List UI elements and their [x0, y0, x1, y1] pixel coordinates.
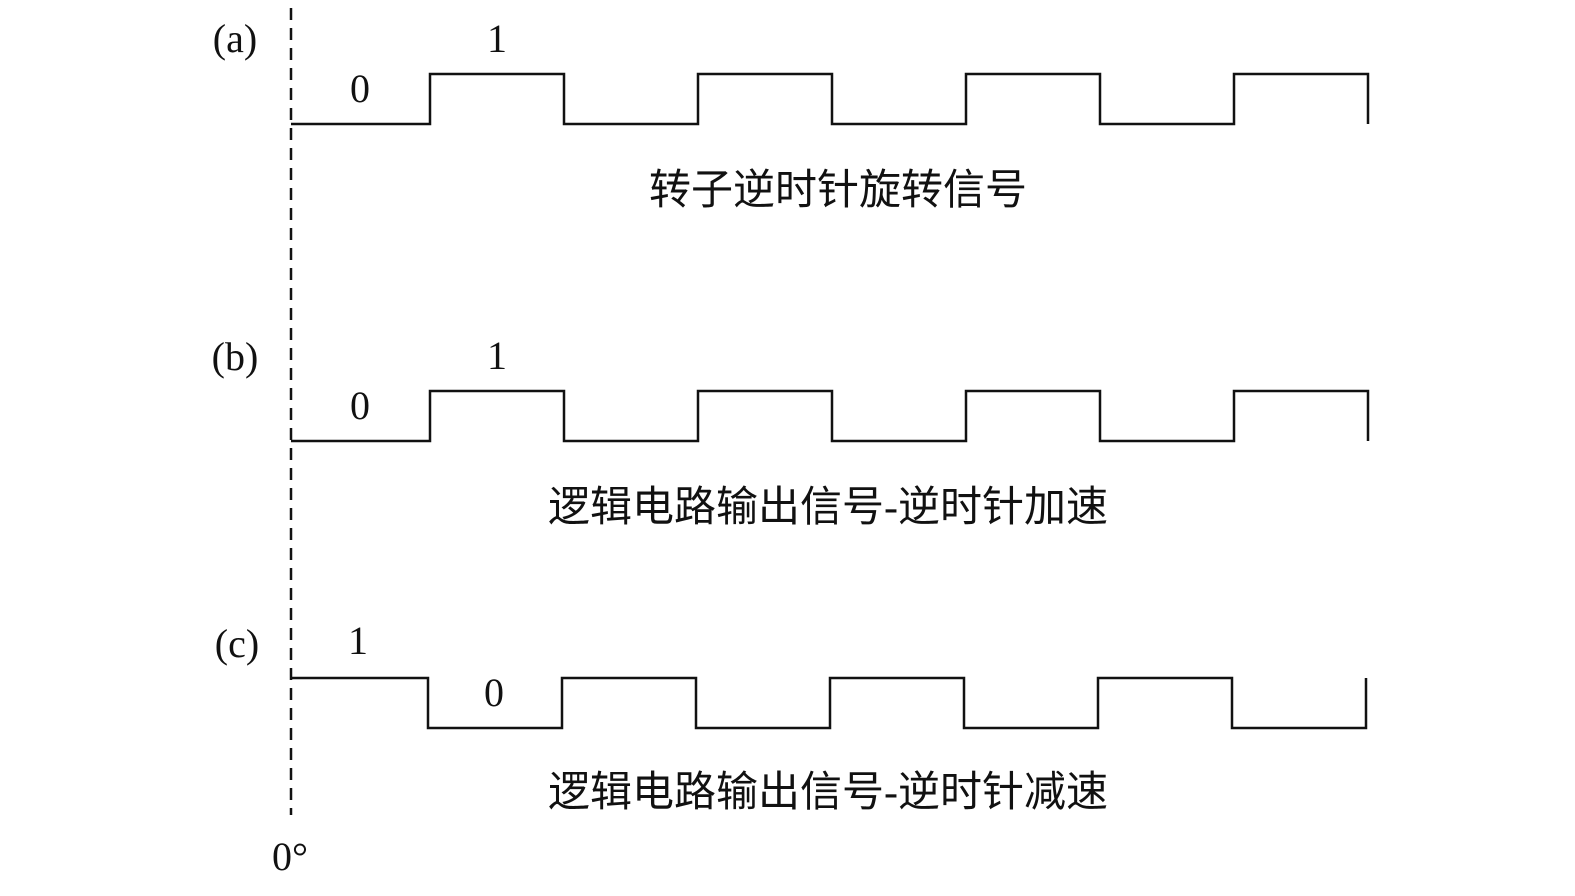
panel-c: (c) 1 0 逻辑电路输出信号-逆时针减速 [215, 618, 1368, 816]
square-wave [291, 676, 1368, 730]
low-level-label: 0 [484, 670, 504, 715]
high-level-label: 1 [348, 618, 368, 663]
panel-tag: (b) [212, 334, 259, 379]
panel-tag: (c) [215, 621, 259, 666]
high-level-label: 1 [487, 16, 507, 61]
low-level-label: 0 [350, 66, 370, 111]
low-level-label: 0 [350, 383, 370, 428]
zero-degree-label: 0° [272, 834, 308, 879]
panel-caption: 逻辑电路输出信号-逆时针加速 [548, 484, 1108, 531]
square-wave [291, 72, 1370, 126]
panel-caption: 转子逆时针旋转信号 [649, 167, 1027, 214]
panel-b: (b) 1 0 逻辑电路输出信号-逆时针加速 [212, 333, 1370, 531]
square-wave [291, 389, 1370, 443]
panel-a: (a) 1 0 转子逆时针旋转信号 [213, 16, 1370, 214]
panel-tag: (a) [213, 16, 257, 61]
panel-caption: 逻辑电路输出信号-逆时针减速 [548, 769, 1108, 816]
high-level-label: 1 [487, 333, 507, 378]
